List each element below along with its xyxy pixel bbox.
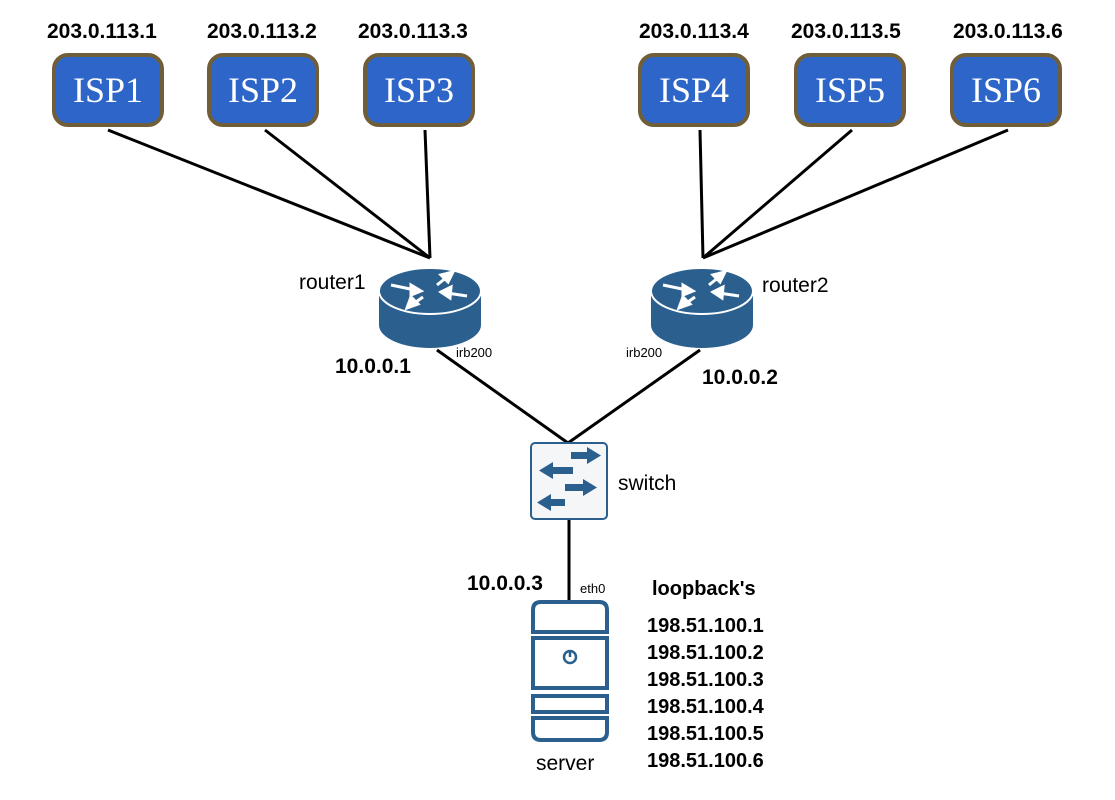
link-isp4-router2 <box>698 129 705 259</box>
link-isp5-router2 <box>702 128 853 260</box>
router1-ip: 10.0.0.1 <box>335 355 411 378</box>
loopback-address: 198.51.100.5 <box>647 723 764 745</box>
isp6-node[interactable]: ISP6 <box>950 53 1062 127</box>
router2-icon[interactable] <box>650 267 754 348</box>
link-router2-switch <box>567 348 701 445</box>
loopback-address: 198.51.100.6 <box>647 750 764 772</box>
isp5-ip: 203.0.113.5 <box>791 20 901 43</box>
link-router1-switch <box>436 348 569 445</box>
router2-ip: 10.0.0.2 <box>702 366 778 389</box>
router1-interface: irb200 <box>456 345 493 360</box>
loopback-address: 198.51.100.2 <box>647 642 764 664</box>
router2-interface: irb200 <box>626 345 663 360</box>
isp6-ip: 203.0.113.6 <box>953 20 1063 43</box>
loopbacks-title: loopback's <box>652 578 756 600</box>
switch-label: switch <box>618 472 677 495</box>
loopback-address: 198.51.100.1 <box>647 615 764 637</box>
link-isp6-router2 <box>702 128 1009 260</box>
isp5-node[interactable]: ISP5 <box>794 53 906 127</box>
isp3-node[interactable]: ISP3 <box>363 53 475 127</box>
isp3-ip: 203.0.113.3 <box>358 20 468 43</box>
isp1-node[interactable]: ISP1 <box>52 53 164 127</box>
isp2-node[interactable]: ISP2 <box>207 53 319 127</box>
server-label: server <box>536 752 595 775</box>
isp4-node[interactable]: ISP4 <box>638 53 750 127</box>
server-ip: 10.0.0.3 <box>467 572 543 595</box>
isp2-ip: 203.0.113.2 <box>207 20 317 43</box>
loopback-address: 198.51.100.3 <box>647 669 764 691</box>
router1-label: router1 <box>299 271 366 294</box>
switch-icon[interactable] <box>530 442 608 520</box>
isp1-ip: 203.0.113.1 <box>47 20 157 43</box>
router1-icon[interactable] <box>378 267 482 348</box>
server-icon[interactable] <box>531 600 609 742</box>
link-isp2-router1 <box>264 128 431 260</box>
loopback-address: 198.51.100.4 <box>647 696 764 718</box>
link-isp1-router1 <box>107 128 431 260</box>
link-isp3-router1 <box>423 129 432 259</box>
server-interface: eth0 <box>580 581 606 596</box>
router2-label: router2 <box>762 274 829 297</box>
isp4-ip: 203.0.113.4 <box>639 20 749 43</box>
